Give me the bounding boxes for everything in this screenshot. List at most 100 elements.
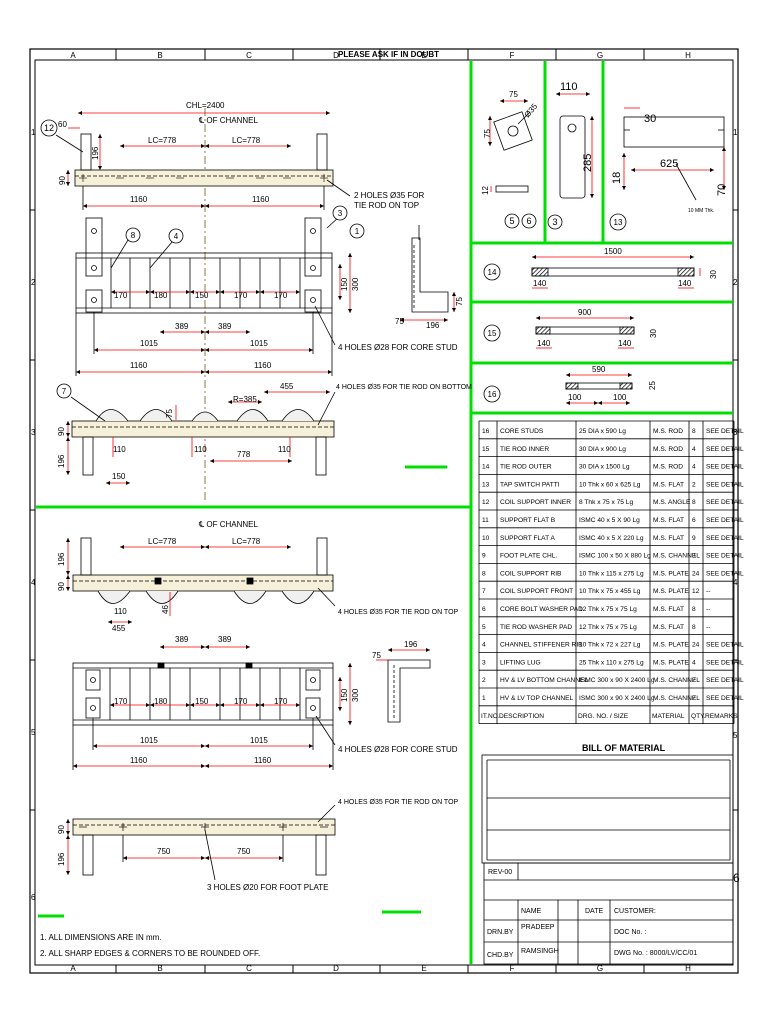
bom-description: COIL SUPPORT INNER <box>500 499 571 506</box>
grid-row-right: 3 <box>733 428 738 437</box>
grid-row-left: 5 <box>31 728 36 737</box>
svg-text:900: 900 <box>578 308 592 317</box>
grid-col-top: B <box>157 51 162 60</box>
svg-text:625: 625 <box>660 158 678 170</box>
bom-description: COIL SUPPORT RIB <box>500 570 562 577</box>
side-dim-196: 196 <box>426 321 440 330</box>
drn-by-name: PRADEEP <box>521 924 555 931</box>
bom-material: M.S. PLATE <box>653 588 689 595</box>
dim-170: 170 <box>234 697 248 706</box>
bom-remarks: SEE DETAIL <box>706 570 744 577</box>
svg-text:140: 140 <box>533 279 547 288</box>
detail-tie-rod-outer-labels: 1500 140 140 30 <box>533 247 718 288</box>
name-header: NAME <box>521 908 542 915</box>
date-header: DATE <box>585 908 603 915</box>
bom-remarks: SEE DETAIL <box>706 642 744 649</box>
bom-remarks: SEE DETAIL <box>706 481 744 488</box>
bom-size: ISMC 100 x 50 X 880 Lg <box>579 553 651 560</box>
bom-qty: 2 <box>692 677 696 684</box>
svg-text:13: 13 <box>614 218 623 227</box>
rev-label: REV-00 <box>488 869 512 876</box>
bom-item-no: 10 <box>482 535 490 542</box>
bom-remarks: SEE DETAIL <box>706 464 744 471</box>
bom-item-no: 6 <box>482 606 486 613</box>
svg-text:110: 110 <box>560 81 578 93</box>
bom-qty: 6 <box>692 517 696 524</box>
channel-centerline-label: ℄ OF CHANNEL <box>198 520 258 529</box>
dim-750-right: 750 <box>237 847 251 856</box>
bom-material: M.S. ROD <box>653 428 683 435</box>
bom-header-description: DESCRIPTION <box>499 713 544 720</box>
dim-389-left: 389 <box>175 635 189 644</box>
bom-material: M.S. FLAT <box>653 535 684 542</box>
grid-row-right: 4 <box>733 578 738 587</box>
bom-item-no: 3 <box>482 659 486 666</box>
svg-text:1500: 1500 <box>604 247 622 256</box>
bom-item-no: 16 <box>482 428 490 435</box>
bom-item-no: 15 <box>482 446 490 453</box>
dim-1015-left: 1015 <box>140 339 158 348</box>
please-ask-note: PLEASE ASK IF IN DOUBT <box>338 50 439 59</box>
channel-centerline-label: ℄ OF CHANNEL <box>198 116 258 125</box>
dim-389-right: 389 <box>218 635 232 644</box>
title-block <box>483 862 734 965</box>
svg-text:75: 75 <box>483 129 492 138</box>
svg-text:140: 140 <box>618 339 632 348</box>
lower-top-view <box>66 537 336 624</box>
dim-300-height: 300 <box>351 277 360 291</box>
detail-lifting-lug-labels: 110 285 <box>560 81 594 172</box>
dim-455: 455 <box>280 382 294 391</box>
dim-110: 110 <box>114 607 127 616</box>
grid-labels: A B C D E F G H A B C D E F G H 1 2 3 4 … <box>31 51 740 973</box>
dim-180: 180 <box>154 697 168 706</box>
bom-size: 8 Thk x 75 x 75 Lg <box>579 499 633 506</box>
chd-by-name: RAMSINGH <box>521 948 559 955</box>
top-view <box>55 108 351 500</box>
bom-description: SUPPORT FLAT B <box>500 517 556 524</box>
grid-col-bottom: F <box>510 964 515 973</box>
holes35-note-2: TIE ROD ON TOP <box>354 201 419 210</box>
bom-material: M.S. FLAT <box>653 624 684 631</box>
bom-item-no: 14 <box>482 464 490 471</box>
bom-item-no: 11 <box>482 517 489 524</box>
dim-1015-right: 1015 <box>250 339 268 348</box>
lower-front-view <box>72 645 431 770</box>
bom-size: 10 Thk x 75 x 455 Lg <box>579 588 641 595</box>
grid-row-left: 1 <box>31 128 36 137</box>
bom-material: M.S. ANGLE <box>653 499 691 506</box>
bottom-view-labels: 4 HOLES Ø35 FOR TIE ROD ON BOTTOM R=385 … <box>57 382 472 481</box>
grid-row-right: 5 <box>733 731 738 740</box>
grid-col-bottom: A <box>70 964 76 973</box>
bom-description: CORE BOLT WASHER PAD <box>500 606 583 613</box>
grid-col-bottom: G <box>597 964 603 973</box>
bom-size: 12 Thk x 75 x 75 Lg <box>579 624 637 631</box>
dim-170: 170 <box>274 697 288 706</box>
general-notes: 1. ALL DIMENSIONS ARE IN mm. 2. ALL SHAR… <box>40 933 260 958</box>
bom-size: 10 Thk x 72 x 227 Lg <box>579 642 641 649</box>
dim-170: 170 <box>114 291 128 300</box>
bom-material: M.S. CHANNEL <box>653 553 700 560</box>
bom-size: 25 Thk x 110 x 275 Lg <box>579 659 644 666</box>
bom-item-no: 8 <box>482 570 486 577</box>
bom-qty: 8 <box>692 624 696 631</box>
bill-of-material-table <box>478 420 735 724</box>
grid-col-bottom: E <box>421 964 426 973</box>
bom-qty: 4 <box>692 446 696 453</box>
svg-text:140: 140 <box>678 279 692 288</box>
svg-text:5: 5 <box>509 216 514 226</box>
svg-text:12: 12 <box>44 123 54 133</box>
bom-qty: 2 <box>692 481 696 488</box>
revision-boxes <box>481 754 734 864</box>
bom-qty: 8 <box>692 606 696 613</box>
svg-text:30: 30 <box>649 329 658 338</box>
svg-text:3: 3 <box>552 217 557 227</box>
dim-1160-left: 1160 <box>130 756 148 765</box>
dim-389-left: 389 <box>175 322 189 331</box>
svg-text:7: 7 <box>62 387 67 396</box>
svg-text:18: 18 <box>611 172 623 184</box>
detail-tie-rod-inner <box>535 316 635 349</box>
grid-col-top: E <box>421 51 426 60</box>
svg-text:10 MM Thk.: 10 MM Thk. <box>688 208 714 214</box>
chd-by-label: CHD.BY <box>487 952 514 959</box>
